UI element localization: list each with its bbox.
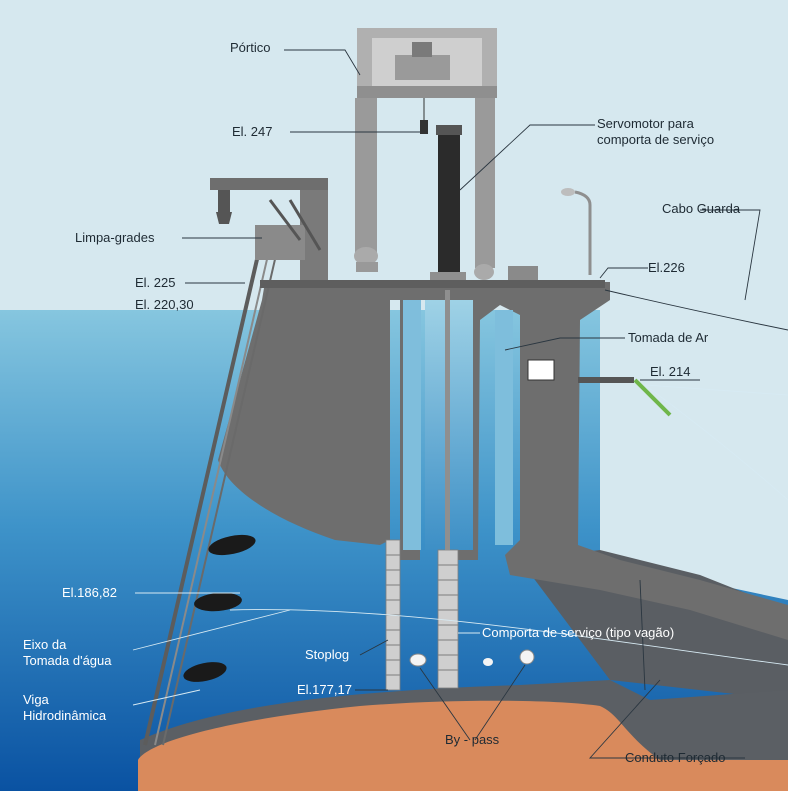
leader-eixo [132, 609, 291, 651]
leader-servomotor [459, 124, 595, 191]
leader-bypass-1 [419, 667, 471, 741]
railing-right [508, 266, 538, 280]
label-el214: El. 214 [650, 364, 690, 379]
leader-bypass-2 [474, 664, 526, 741]
portal-crane [354, 28, 497, 280]
air-vent-box [527, 359, 555, 381]
label-el226: El.226 [648, 260, 685, 275]
soil-layer [138, 700, 788, 791]
el214-bracket [578, 377, 634, 383]
axis-line [229, 609, 788, 666]
service-gate-stack [437, 549, 459, 689]
label-bypass: By - pass [445, 732, 500, 747]
conduto-pointer [639, 579, 646, 691]
label-limpa-grades: Limpa-grades [75, 230, 155, 245]
el214-guide [644, 384, 788, 396]
label-el225: El. 225 [135, 275, 175, 290]
label-stoplog: Stoplog [305, 647, 349, 662]
label-viga-2: Hidrodinâmica [23, 708, 107, 723]
servomotor [430, 125, 466, 282]
label-el247: El. 247 [232, 124, 272, 139]
label-eixo-1: Eixo da [23, 637, 67, 652]
lamp-post [561, 188, 592, 275]
leader-stoplog [359, 639, 389, 656]
cabo-guarda-line [604, 289, 788, 331]
label-el177: El.177,17 [297, 682, 352, 697]
leader-portico [284, 49, 361, 76]
trash-rack-rail-2 [154, 254, 269, 746]
bypass-valve-right [519, 649, 535, 665]
label-viga-1: Viga [23, 692, 50, 707]
leader-cabo-guarda [700, 209, 761, 301]
label-servomotor-2: comporta de serviço [597, 132, 714, 147]
el214-arc [644, 384, 788, 501]
hydro-beam-3 [183, 662, 227, 682]
leader-viga [132, 689, 201, 706]
label-cabo-guarda: Cabo Guarda [662, 201, 741, 216]
leader-tomada-ar [504, 337, 625, 351]
label-servomotor-1: Servomotor para [597, 116, 695, 131]
label-conduto: Conduto Forçado [625, 750, 725, 765]
bypass-valve-left [409, 653, 427, 667]
downstream-air [600, 300, 788, 600]
trash-rake-crane [210, 178, 328, 280]
hydro-beam-2 [194, 592, 242, 612]
hydro-beam-1 [208, 534, 256, 556]
trash-rack-rail-3 [162, 254, 277, 746]
bypass-valve-mid [483, 658, 493, 666]
leader-el226 [599, 267, 648, 279]
label-eixo-2: Tomada d'água [23, 653, 112, 668]
label-portico: Pórtico [230, 40, 270, 55]
trash-rack-rail-1 [143, 254, 260, 746]
stoplog-slot [403, 300, 421, 550]
cable-guard-arm [633, 378, 672, 417]
label-el186: El.186,82 [62, 585, 117, 600]
leader-conduto [588, 679, 745, 759]
air-vent-opening [495, 310, 513, 545]
intake-structure [218, 282, 788, 640]
deck-slab [260, 280, 605, 288]
label-tomada-ar: Tomada de Ar [628, 330, 709, 345]
label-el220: El. 220,30 [135, 297, 194, 312]
gate-rod [445, 290, 450, 550]
label-comporta-servico: Comporta de serviço (tipo vagão) [482, 625, 674, 640]
